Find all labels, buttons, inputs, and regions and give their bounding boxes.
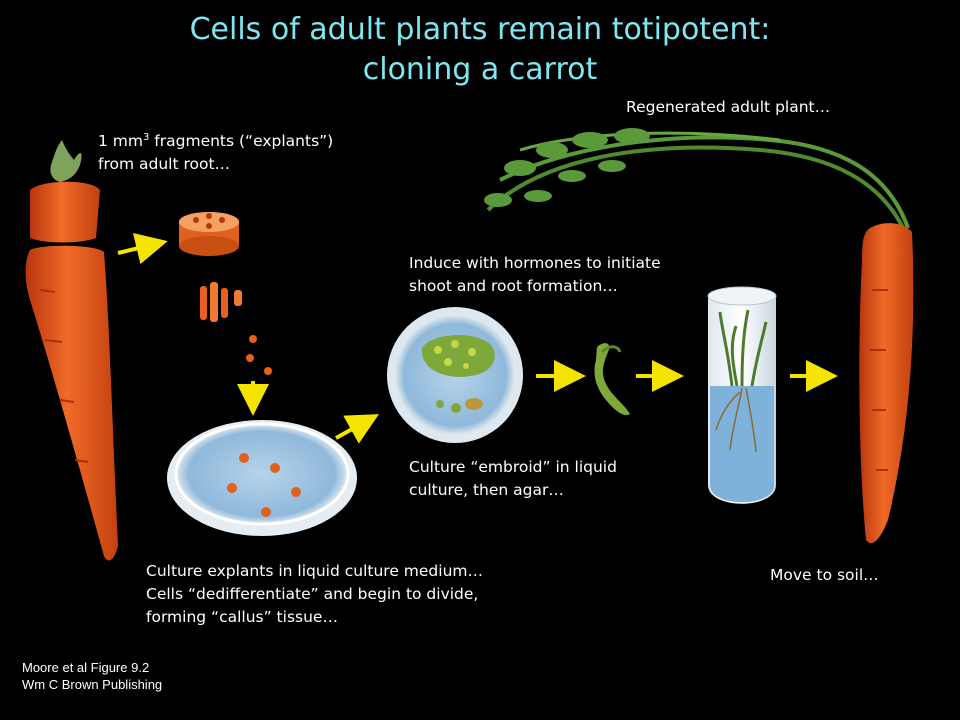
explant-fragments-image	[246, 335, 272, 375]
credit-line1: Moore et al Figure 9.2	[22, 660, 150, 675]
culture-label: Culture explants in liquid culture mediu…	[146, 560, 483, 629]
explant-strips-image	[200, 282, 242, 322]
diagram-title-line2: cloning a carrot	[362, 52, 598, 87]
culture-label-line2: Cells “dedifferentiate” and begin to div…	[146, 585, 479, 603]
regenerated-label: Regenerated adult plant…	[626, 98, 831, 116]
diagram-title-line1: Cells of adult plants remain totipotent:	[189, 12, 771, 47]
explants-label-line1: 1 mm3 fragments (“explants”)	[98, 131, 334, 150]
explant-disc-image	[179, 212, 239, 256]
culture-label-line3: forming “callus” tissue…	[146, 608, 338, 626]
arrow-dish-to-embryoid	[335, 414, 379, 444]
test-tube-image	[707, 286, 777, 504]
embroid-label: Culture “embroid” in liquid culture, the…	[409, 456, 617, 502]
induce-label-line2: shoot and root formation…	[409, 277, 618, 295]
credit-line2: Wm C Brown Publishing	[22, 677, 163, 692]
induce-label: Induce with hormones to initiate shoot a…	[409, 252, 661, 298]
induce-label-line1: Induce with hormones to initiate	[409, 254, 661, 272]
culture-label-line1: Culture explants in liquid culture mediu…	[146, 562, 483, 580]
move-to-soil-label: Move to soil…	[770, 566, 879, 584]
process-arrows	[117, 232, 838, 444]
petri-dish-callus-image	[167, 420, 357, 536]
plantlet-image	[594, 343, 630, 416]
embroid-label-line1: Culture “embroid” in liquid	[409, 458, 617, 476]
embroid-label-line2: culture, then agar…	[409, 481, 564, 499]
adult-carrot-image	[25, 140, 118, 561]
explants-label: 1 mm3 fragments (“explants”) from adult …	[98, 130, 333, 176]
explants-label-line2: from adult root…	[98, 155, 231, 173]
petri-dish-embryoid-image	[387, 307, 523, 443]
arrow-carrot-to-explant	[117, 232, 168, 265]
regenerated-carrot-image	[484, 128, 914, 544]
